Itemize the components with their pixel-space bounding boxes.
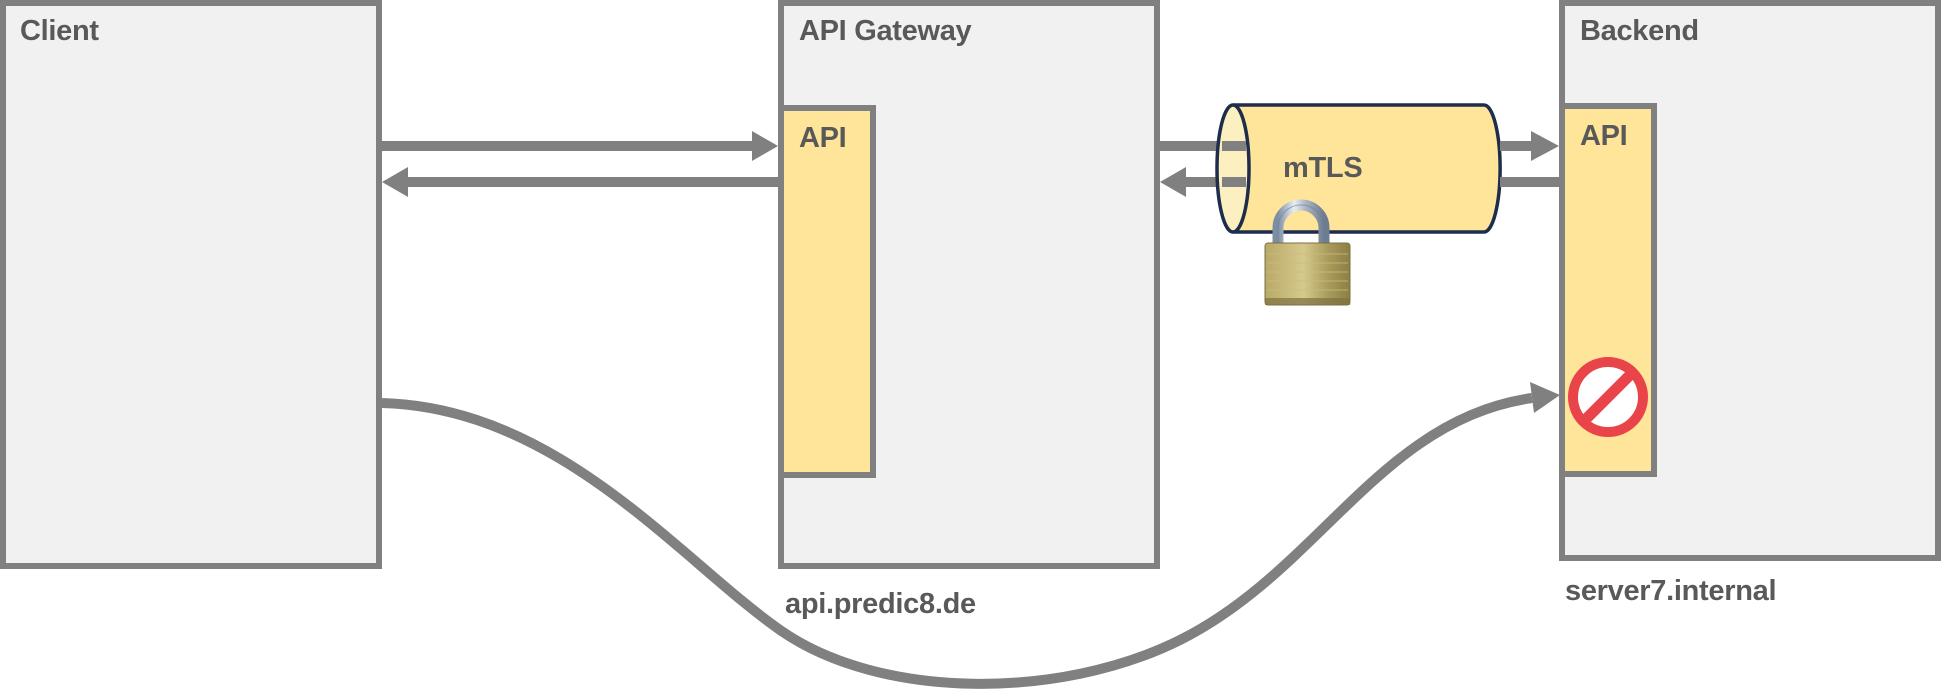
mtls-label: mTLS — [1283, 152, 1363, 184]
prohibited-icon — [1568, 357, 1648, 437]
gateway-hostname: api.predic8.de — [785, 588, 976, 620]
gateway-api-box — [778, 105, 876, 478]
client-label: Client — [20, 15, 99, 47]
arrow-gateway-to-client — [382, 167, 778, 197]
arrow-tunnel-to-backend — [1500, 131, 1559, 161]
lock-icon — [1264, 199, 1351, 306]
gateway-api-label: API — [799, 122, 847, 154]
gateway-label: API Gateway — [799, 15, 972, 47]
arrow-client-to-backend-curved — [381, 382, 1560, 689]
arrow-client-to-gateway — [382, 131, 778, 161]
client-box — [0, 0, 382, 569]
backend-hostname: server7.internal — [1565, 575, 1777, 607]
backend-api-label: API — [1580, 120, 1628, 152]
backend-label: Backend — [1580, 15, 1699, 47]
